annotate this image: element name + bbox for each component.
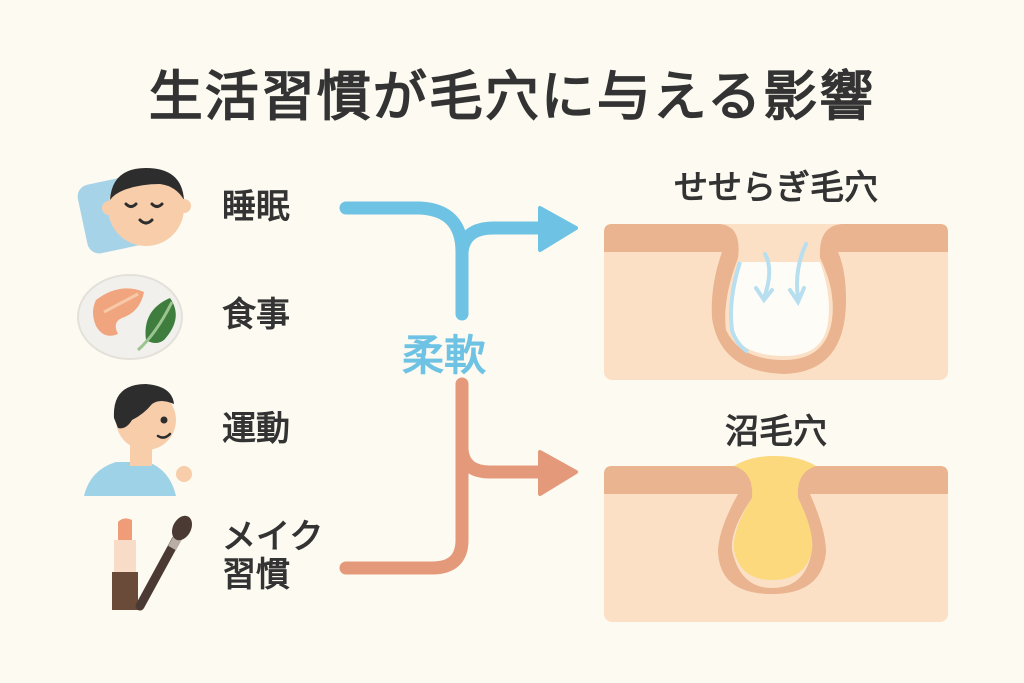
flow-arrow-bottom (339, 377, 578, 575)
outcome-title-top: せせらぎ毛穴 (674, 168, 878, 208)
center-label: 柔軟 (402, 331, 487, 380)
factor-label-makeup: メイク 習慣 (222, 518, 323, 594)
factor-label-sleep: 睡眠 (222, 187, 290, 227)
factor-label-exercise: 運動 (222, 409, 290, 449)
factor-label-diet: 食事 (222, 295, 290, 335)
outcome-title-bottom: 沼毛穴 (725, 412, 827, 452)
clogged-pore-diagram (604, 456, 948, 622)
factor-label-makeup-line2: 習慣 (222, 555, 290, 596)
sleeping-face-icon (77, 168, 191, 254)
makeup-icon (112, 515, 193, 611)
page-title: 生活習慣が毛穴に与える影響 (148, 65, 876, 128)
meal-plate-icon (77, 274, 183, 360)
factor-label-makeup-line1: メイク (222, 517, 324, 557)
flow-arrow-top (339, 201, 578, 321)
smooth-pore-diagram (604, 224, 948, 380)
running-person-icon (84, 384, 192, 496)
